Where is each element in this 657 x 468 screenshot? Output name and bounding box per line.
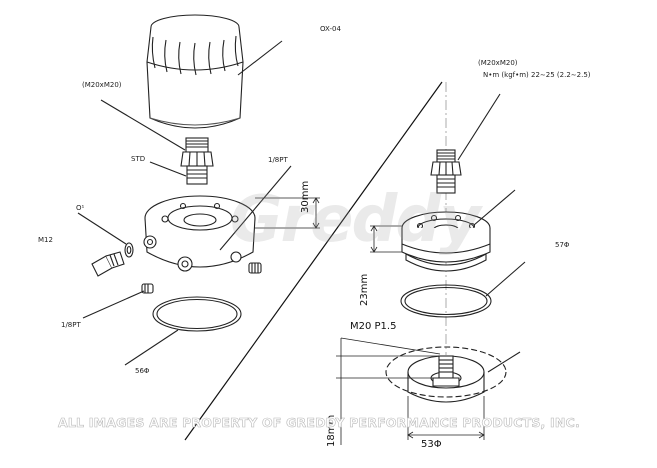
leader-thread-top: [100, 99, 186, 151]
leader-adapter: [473, 189, 516, 226]
label-o-ring-small: O¹: [76, 204, 85, 212]
leader-thread-right: [457, 93, 501, 161]
dimension-53-phi: 53Φ: [421, 439, 442, 450]
label-thread-top: (M20xM20): [82, 81, 122, 89]
center-nipple-right: [430, 149, 462, 194]
oil-filter: [146, 14, 244, 129]
dim-30mm: [255, 197, 320, 229]
label-pt-bottom: 1/8PT: [61, 321, 81, 329]
label-torque: N•m (kgf•m) 22∼25 (2.2∼2.5): [483, 71, 591, 79]
label-pt-right: 1/8PT: [268, 156, 288, 164]
pt-plug-right: [248, 262, 262, 274]
sandwich-plate: [143, 195, 256, 272]
leader-pt-right: [219, 165, 292, 251]
copyright-watermark: ALL IMAGES ARE PROPERTY OF GREDDY PERFOR…: [58, 415, 580, 431]
leader-std: [149, 161, 187, 177]
label-gasket-56: 56Φ: [135, 367, 150, 375]
divider-line: [184, 81, 443, 441]
greddy-watermark-logo: Greddy: [230, 183, 481, 257]
leader-engine: [487, 351, 521, 373]
dim-m20: [336, 337, 441, 445]
dim-23mm: [370, 225, 402, 253]
label-thread-right: (M20xM20): [478, 59, 518, 67]
o-ring-56: [152, 296, 242, 332]
engine-boss: [385, 346, 507, 403]
center-nipple-left: [180, 137, 214, 185]
dimension-30mm: 30mm: [300, 180, 311, 213]
label-filter: OX-04: [320, 25, 341, 33]
leader-56: [124, 329, 179, 366]
leader-filter: [237, 40, 283, 76]
label-gasket-57: 57Φ: [555, 241, 570, 249]
dimension-23mm: 23mm: [359, 273, 370, 306]
leader-o-ring: [77, 212, 127, 245]
leader-pt-bottom: [82, 290, 145, 319]
label-std: STD: [131, 155, 146, 163]
o-ring-57: [400, 284, 492, 318]
sealing-washer: [124, 242, 134, 258]
leader-57: [485, 261, 526, 297]
pt-plug-bottom: [141, 283, 154, 294]
adapter-plate: [401, 211, 491, 272]
label-m20-thread: M20 P1.5: [350, 321, 397, 332]
label-m12: M12: [38, 236, 53, 244]
dim-53: [407, 396, 485, 440]
m12-plug: [91, 251, 125, 277]
